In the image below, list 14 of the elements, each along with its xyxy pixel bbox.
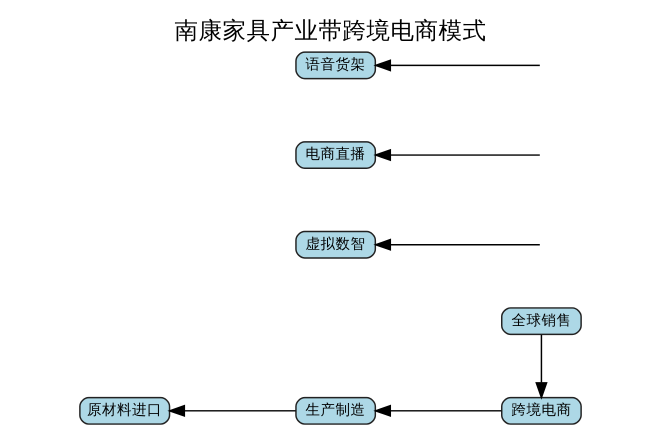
node-box: 全球销售 xyxy=(500,307,582,336)
node-box: 语音货架 xyxy=(294,51,376,80)
arrow xyxy=(372,238,540,251)
diagram-title: 南康家具产业带跨境电商模式 xyxy=(174,16,486,45)
arrow xyxy=(372,404,501,417)
node-box: 跨境电商 xyxy=(500,396,582,425)
arrow xyxy=(166,404,296,417)
arrow xyxy=(534,334,548,400)
arrow xyxy=(372,148,540,162)
node-box: 虚拟数智 xyxy=(294,230,376,259)
arrow xyxy=(372,59,540,72)
node-box: 电商直播 xyxy=(294,141,376,170)
node-box: 生产制造 xyxy=(294,396,376,425)
node-box: 原材料进口 xyxy=(78,396,170,425)
